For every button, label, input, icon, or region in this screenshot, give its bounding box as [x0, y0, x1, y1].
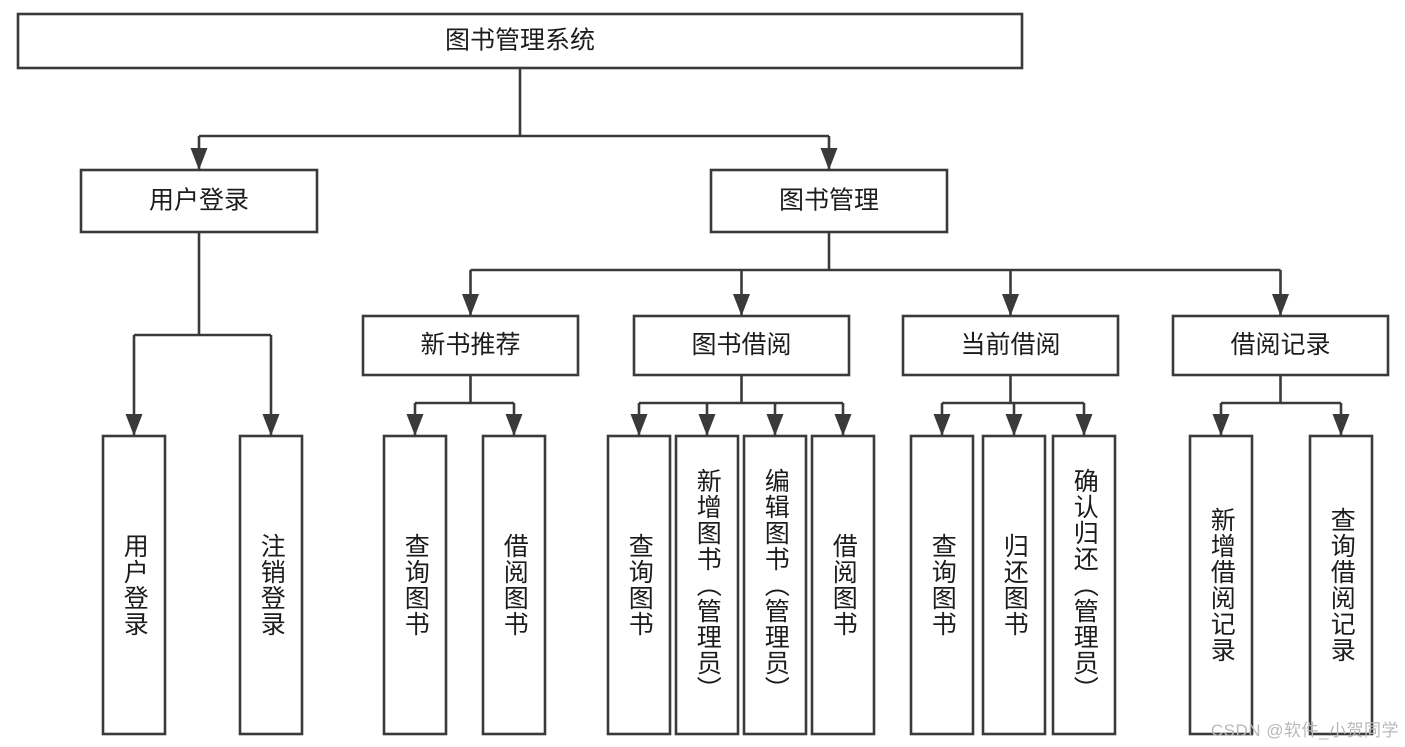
node-box-leaf-cur-confirm[interactable]: [1051, 434, 1117, 736]
node-leaf-rec-query[interactable]: [1308, 434, 1374, 736]
arrow-head-l3-record-0: [1212, 414, 1230, 436]
node-box-leaf-logout[interactable]: [238, 434, 304, 736]
node-root[interactable]: 图书管理系统: [16, 12, 1024, 70]
node-label-root: 图书管理系统: [445, 27, 595, 55]
arrow-head-l3-current-0: [933, 414, 951, 436]
node-box-l2-user-login[interactable]: [79, 168, 319, 234]
arrow-head-l3-new-book-0: [406, 414, 424, 436]
node-box-leaf-bw-query[interactable]: [606, 434, 672, 736]
node-box-leaf-nb-query[interactable]: [382, 434, 448, 736]
arrow-head-l3-borrow-0: [630, 414, 648, 436]
node-box-leaf-bw-borrow[interactable]: [810, 434, 876, 736]
node-l2-user-login[interactable]: 用户登录: [79, 168, 319, 234]
node-box-l3-record[interactable]: [1171, 314, 1390, 377]
node-leaf-nb-query[interactable]: [382, 434, 448, 736]
arrow-head-l3-current-2: [1075, 414, 1093, 436]
arrow-head-l2-book-mgmt-2: [1002, 294, 1019, 316]
arrow-head-l2-user-login-0: [125, 414, 143, 436]
arrow-head-root-0: [190, 148, 208, 170]
arrow-head-l3-new-book-1: [505, 414, 523, 436]
node-box-leaf-bw-edit[interactable]: [742, 434, 808, 736]
node-box-leaf-rec-query[interactable]: [1308, 434, 1374, 736]
node-box-l3-current[interactable]: [901, 314, 1120, 377]
node-box-leaf-rec-add[interactable]: [1188, 434, 1254, 736]
node-leaf-bw-borrow[interactable]: [810, 434, 876, 736]
arrow-head-root-1: [820, 148, 838, 170]
node-leaf-nb-borrow[interactable]: [481, 434, 547, 736]
node-box-l3-borrow[interactable]: [632, 314, 851, 377]
arrow-head-l3-borrow-2: [766, 414, 784, 436]
node-leaf-cur-confirm[interactable]: [1051, 434, 1117, 736]
node-label-l2-book-mgmt: 图书管理: [779, 187, 879, 215]
arrow-head-l3-current-1: [1005, 414, 1023, 436]
node-leaf-cur-query[interactable]: [909, 434, 975, 736]
edge-layer: [125, 68, 1350, 436]
node-box-root[interactable]: [16, 12, 1024, 70]
node-box-leaf-bw-add[interactable]: [674, 434, 740, 736]
arrow-head-l2-book-mgmt-0: [462, 294, 479, 316]
node-box-leaf-cur-query[interactable]: [909, 434, 975, 736]
node-leaf-bw-add[interactable]: [674, 434, 740, 736]
node-l3-new-book[interactable]: 新书推荐: [361, 314, 580, 377]
arrow-head-l2-book-mgmt-3: [1272, 294, 1289, 316]
node-leaf-rec-add[interactable]: [1188, 434, 1254, 736]
arrow-head-l3-borrow-3: [834, 414, 852, 436]
node-box-leaf-user-login[interactable]: [101, 434, 167, 736]
node-box-l2-book-mgmt[interactable]: [709, 168, 949, 234]
node-l3-borrow[interactable]: 图书借阅: [632, 314, 851, 377]
csdn-watermark: CSDN @软件_小贺同学: [1210, 721, 1399, 740]
node-box-l3-new-book[interactable]: [361, 314, 580, 377]
node-leaf-bw-edit[interactable]: [742, 434, 808, 736]
arrow-head-l3-borrow-1: [698, 414, 716, 436]
arrow-head-l2-book-mgmt-1: [733, 294, 750, 316]
node-leaf-logout[interactable]: [238, 434, 304, 736]
node-leaf-cur-return[interactable]: [981, 434, 1047, 736]
node-leaf-bw-query[interactable]: [606, 434, 672, 736]
node-box-leaf-nb-borrow[interactable]: [481, 434, 547, 736]
node-label-l2-user-login: 用户登录: [149, 187, 249, 215]
node-box-leaf-cur-return[interactable]: [981, 434, 1047, 736]
node-l2-book-mgmt[interactable]: 图书管理: [709, 168, 949, 234]
node-label-l3-record: 借阅记录: [1230, 331, 1330, 359]
arrow-head-l2-user-login-1: [262, 414, 280, 436]
node-label-l3-borrow: 图书借阅: [691, 331, 791, 359]
node-label-l3-current: 当前借阅: [960, 331, 1060, 359]
arrow-head-l3-record-1: [1332, 414, 1350, 436]
node-leaf-user-login[interactable]: [101, 434, 167, 736]
node-l3-record[interactable]: 借阅记录: [1171, 314, 1390, 377]
node-label-l3-new-book: 新书推荐: [420, 331, 520, 359]
node-l3-current[interactable]: 当前借阅: [901, 314, 1120, 377]
